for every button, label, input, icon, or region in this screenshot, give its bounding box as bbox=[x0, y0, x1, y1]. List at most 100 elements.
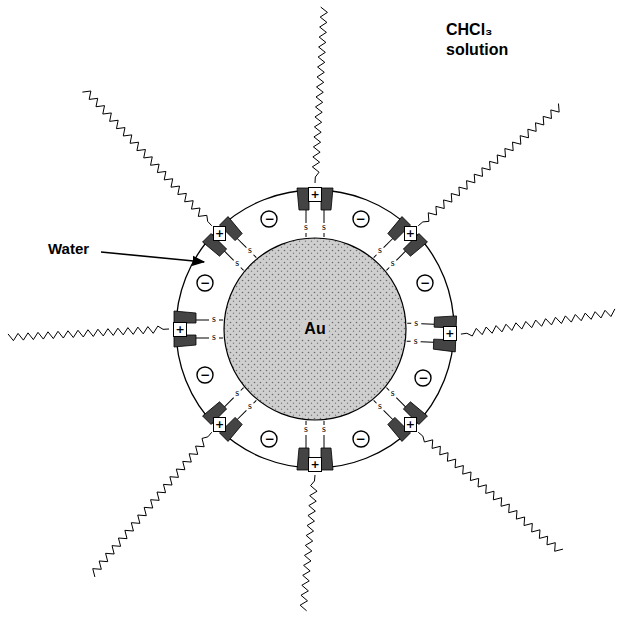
thiol-linker bbox=[237, 238, 246, 247]
au-s-bond bbox=[324, 233, 325, 237]
thiol-linker bbox=[421, 323, 434, 324]
sulfur-atom: s bbox=[378, 245, 382, 255]
sulfur-atom: s bbox=[414, 336, 418, 346]
au-s-bond bbox=[374, 255, 377, 258]
thiol-linker bbox=[384, 238, 393, 247]
alkyl-chain bbox=[461, 309, 615, 336]
au-s-bond bbox=[386, 267, 389, 270]
cation-box: + bbox=[308, 457, 321, 472]
anion-circle: − bbox=[196, 274, 214, 292]
au-s-bond bbox=[241, 388, 244, 391]
charge-sign: + bbox=[310, 189, 319, 200]
charge-sign: + bbox=[406, 419, 415, 430]
core-label: Au bbox=[302, 320, 327, 338]
cation-box: + bbox=[404, 226, 417, 241]
charge-sign: − bbox=[420, 277, 430, 289]
sulfur-atom: s bbox=[235, 388, 239, 398]
cation-box: + bbox=[213, 417, 226, 432]
alkyl-chains bbox=[8, 7, 615, 611]
anion-circle: − bbox=[414, 369, 432, 387]
charge-sign: − bbox=[264, 213, 274, 225]
alkyl-chain bbox=[418, 432, 563, 551]
charge-sign: + bbox=[310, 459, 319, 470]
anion-circle: − bbox=[260, 210, 278, 228]
alkyl-chain bbox=[312, 7, 327, 183]
anion-circle: − bbox=[416, 274, 434, 292]
thiol-linker bbox=[396, 398, 405, 407]
sulfur-atom: s bbox=[248, 245, 252, 255]
charge-sign: + bbox=[215, 419, 224, 430]
au-s-bond bbox=[219, 320, 223, 321]
thiol-linker bbox=[384, 410, 393, 419]
sulfur-atom: s bbox=[248, 401, 252, 411]
thiol-linker bbox=[306, 435, 307, 448]
thiol-linker bbox=[224, 398, 233, 407]
au-s-bond bbox=[306, 233, 307, 237]
sulfur-atom: s bbox=[235, 258, 239, 268]
alkyl-chain bbox=[93, 432, 212, 577]
sulfur-atom: s bbox=[304, 222, 308, 232]
cation-box: + bbox=[443, 326, 456, 341]
anion-circle: − bbox=[196, 366, 214, 384]
au-s-bond bbox=[374, 400, 377, 403]
au-s-bond bbox=[407, 323, 411, 324]
ion-pair-unit bbox=[297, 188, 333, 237]
charge-sign: − bbox=[418, 372, 428, 384]
charge-sign: + bbox=[175, 324, 184, 335]
thiol-linker bbox=[196, 320, 209, 321]
gold-core: Au bbox=[223, 237, 407, 421]
cation-box: + bbox=[404, 417, 417, 432]
sulfur-atom: s bbox=[414, 318, 418, 328]
anion-circle: − bbox=[260, 430, 278, 448]
surfactant-units bbox=[174, 188, 457, 470]
cation-box: + bbox=[213, 226, 226, 241]
headgroup-block bbox=[297, 188, 309, 210]
au-s-bond bbox=[219, 338, 223, 339]
alkyl-chain bbox=[82, 91, 211, 226]
charge-sign: − bbox=[264, 433, 274, 445]
water-shell bbox=[176, 190, 454, 468]
sulfur-atom: s bbox=[322, 424, 326, 434]
sulfur-atom: s bbox=[212, 332, 216, 342]
charge-sign: + bbox=[215, 228, 224, 239]
au-s-bond bbox=[253, 255, 256, 258]
anion-circle: − bbox=[352, 210, 370, 228]
cation-box: + bbox=[173, 322, 186, 337]
ion-pair-unit bbox=[297, 421, 333, 470]
region-label: Water bbox=[48, 240, 89, 259]
alkyl-chain bbox=[8, 326, 169, 341]
au-s-bond bbox=[407, 341, 411, 342]
leader-arrow bbox=[101, 252, 204, 262]
alkyl-chain bbox=[300, 475, 317, 611]
sulfur-atom: s bbox=[304, 424, 308, 434]
thiol-linker bbox=[324, 435, 325, 448]
thiol-linker bbox=[421, 341, 434, 342]
sulfur-atom: s bbox=[212, 314, 216, 324]
charge-sign: − bbox=[356, 433, 366, 445]
headgroup-block bbox=[174, 335, 196, 347]
headgroup-block bbox=[297, 448, 309, 470]
thiol-linker bbox=[396, 251, 405, 260]
ion-pair-unit bbox=[406, 314, 456, 352]
au-s-bond bbox=[386, 388, 389, 391]
charge-sign: + bbox=[406, 228, 415, 239]
sulfur-atom: s bbox=[391, 388, 395, 398]
thiol-linker bbox=[237, 410, 246, 419]
alkyl-chain bbox=[418, 104, 559, 226]
au-s-bond bbox=[241, 267, 244, 270]
thiol-linker bbox=[196, 338, 209, 339]
charge-sign: − bbox=[200, 277, 210, 289]
charge-sign: + bbox=[445, 328, 454, 339]
sulfur-atom: s bbox=[391, 258, 395, 268]
headgroup-block bbox=[321, 188, 333, 210]
headgroup-block bbox=[321, 448, 333, 470]
sulfur-atom: s bbox=[378, 401, 382, 411]
thiol-linker bbox=[224, 251, 233, 260]
charge-sign: − bbox=[356, 213, 366, 225]
sulfur-atom: s bbox=[322, 222, 326, 232]
charge-sign: − bbox=[200, 369, 210, 381]
au-s-bond bbox=[253, 400, 256, 403]
solvent-label: CHCl₃ solution bbox=[446, 20, 542, 60]
cation-box: + bbox=[308, 187, 321, 202]
